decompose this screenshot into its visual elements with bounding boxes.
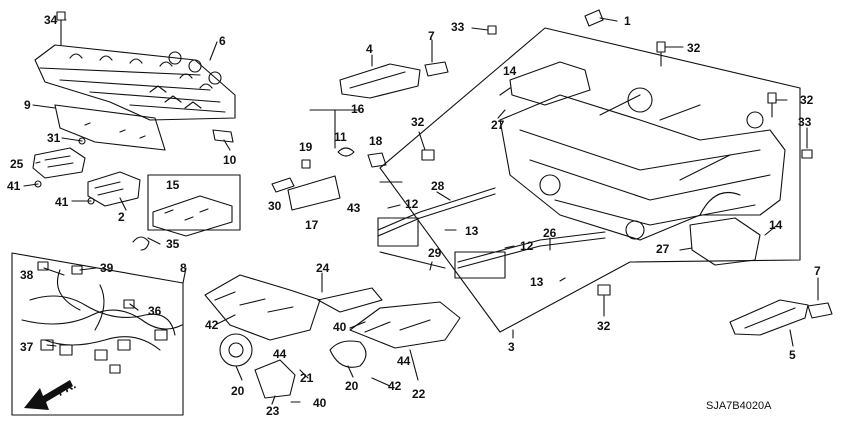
callout-8: 8	[180, 261, 187, 275]
callout-5: 5	[789, 348, 796, 362]
knob-30	[271, 177, 295, 193]
callout-44b: 44	[397, 354, 411, 368]
shaft-29	[379, 251, 446, 269]
group-box-8	[11, 252, 184, 416]
callout-38: 38	[20, 268, 34, 282]
callout-29: 29	[428, 246, 442, 260]
switch-18	[367, 152, 387, 168]
motor-12a	[377, 217, 419, 247]
callout-28: 28	[431, 179, 445, 193]
ring-11	[337, 147, 355, 157]
callout-32c: 32	[800, 93, 814, 107]
switch-17	[287, 175, 341, 211]
callout-17: 17	[305, 218, 319, 232]
callout-12a: 12	[405, 197, 419, 211]
unit-2	[87, 171, 141, 207]
callout-32d: 32	[597, 319, 611, 333]
callout-33a: 33	[451, 20, 465, 34]
callout-31: 31	[47, 131, 61, 145]
callout-35: 35	[166, 237, 180, 251]
box-15	[147, 174, 241, 231]
callout-19: 19	[299, 140, 313, 154]
trim-5	[729, 299, 809, 336]
callout-37: 37	[20, 340, 34, 354]
bolt-34	[56, 11, 66, 46]
callout-10: 10	[223, 153, 237, 167]
motor-14-top	[509, 61, 591, 106]
motor-20a	[219, 333, 253, 367]
callout-11: 11	[334, 130, 347, 144]
callout-42a: 42	[205, 318, 219, 332]
callout-7a: 7	[428, 29, 435, 43]
rail-26	[457, 231, 606, 263]
cap-7b	[807, 302, 833, 319]
callout-33b: 33	[798, 115, 812, 129]
callout-15: 15	[166, 178, 180, 192]
front-arrow-icon	[24, 380, 73, 410]
callout-27b: 27	[656, 242, 670, 256]
group-box-3	[379, 27, 801, 333]
callout-23: 23	[266, 404, 280, 418]
motor-12b	[454, 251, 506, 279]
callout-41b: 41	[55, 195, 69, 209]
callout-13b: 13	[530, 275, 544, 289]
clip-10	[212, 129, 234, 143]
callout-36: 36	[148, 304, 162, 318]
callout-25: 25	[10, 157, 24, 171]
rail-28	[377, 187, 496, 231]
callout-12b: 12	[520, 239, 534, 253]
callout-18: 18	[369, 134, 383, 148]
callout-14b: 14	[769, 218, 783, 232]
callout-26: 26	[543, 226, 557, 240]
plate-9	[54, 104, 166, 151]
frame-21	[204, 274, 321, 341]
callout-42b: 42	[388, 379, 402, 393]
knob-19	[301, 159, 311, 169]
callout-41a: 41	[7, 179, 21, 193]
callout-9: 9	[24, 98, 31, 112]
cap-7	[424, 61, 449, 77]
callout-14a: 14	[503, 64, 517, 78]
seat-cushion-6	[34, 44, 236, 121]
callout-27a: 27	[491, 118, 505, 132]
callout-43: 43	[347, 201, 361, 215]
reference-code: SJA7B4020A	[706, 400, 772, 412]
module-25	[32, 147, 86, 179]
clip-1	[584, 9, 604, 27]
callout-20a: 20	[231, 384, 245, 398]
callout-32a: 32	[411, 115, 425, 129]
callout-4: 4	[366, 42, 373, 56]
callout-16: 16	[351, 102, 365, 116]
callout-2: 2	[118, 210, 125, 224]
callout-21: 21	[300, 371, 314, 385]
callout-40a: 40	[333, 320, 347, 334]
bracket-24	[317, 287, 383, 313]
callout-34: 34	[44, 13, 58, 27]
callout-24: 24	[316, 261, 330, 275]
motor-20b	[329, 340, 367, 368]
seat-frame	[499, 87, 786, 241]
callout-1: 1	[624, 14, 631, 28]
callout-20b: 20	[345, 379, 359, 393]
motor-27-right	[689, 217, 761, 266]
callout-44a: 44	[273, 347, 287, 361]
callout-7b: 7	[814, 264, 821, 278]
callout-32b: 32	[687, 41, 701, 55]
trim-4	[339, 63, 421, 99]
callout-30: 30	[268, 199, 282, 213]
frame-22	[349, 301, 461, 349]
clip-35	[132, 236, 150, 251]
callout-3: 3	[508, 340, 515, 354]
callout-22: 22	[412, 387, 426, 401]
callout-40b: 40	[313, 396, 327, 410]
callout-39: 39	[100, 261, 114, 275]
callout-13a: 13	[465, 224, 479, 238]
bracket-23	[254, 359, 296, 399]
callout-6: 6	[219, 34, 226, 48]
